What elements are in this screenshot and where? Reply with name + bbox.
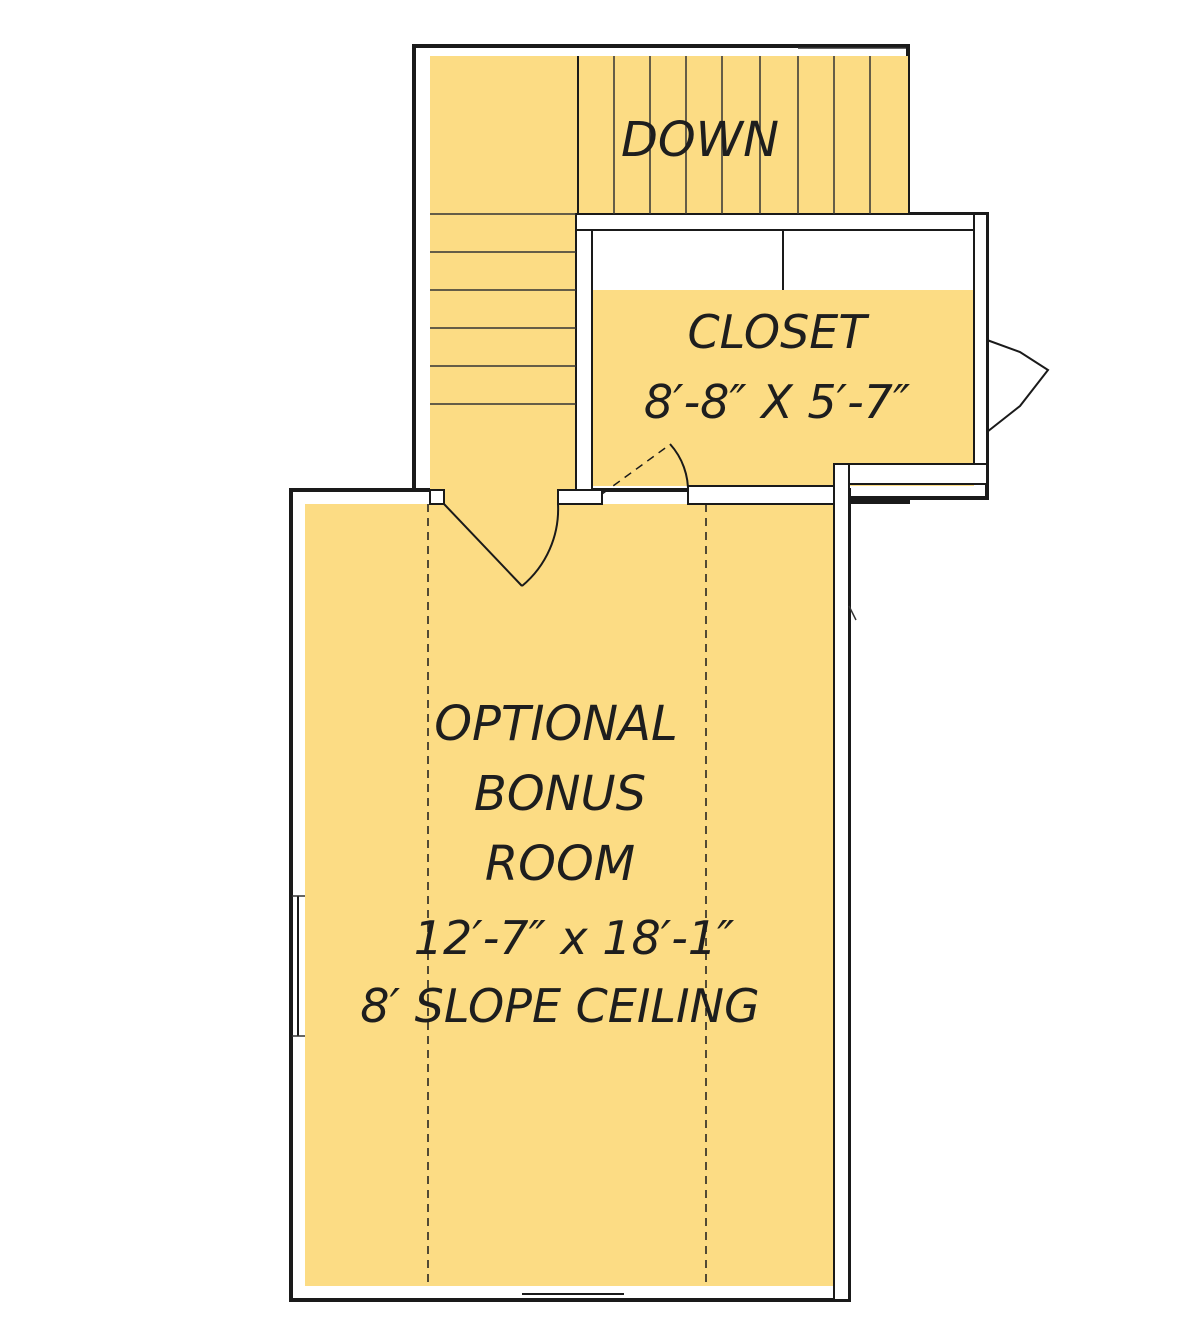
bonus-room-floor [305,504,835,1286]
closet-floor [592,290,974,486]
interior-walls [429,213,988,1301]
stair-treads [430,47,906,405]
bonus-room-line3: ROOM [485,836,635,892]
stair-door-leaf [443,503,523,587]
bonus-room-ceiling: 8′ SLOPE CEILING [360,979,759,1033]
slope-ceiling-lines [427,504,707,1286]
bonus-room-dimensions: 12′-7″ x 18′-1″ [414,911,735,965]
stair-door-arc [521,503,560,587]
stairs-label: DOWN [621,112,779,168]
closet-name: CLOSET [688,305,871,359]
stair-floor [430,56,908,214]
floor-fill [305,56,974,1286]
doors [292,339,1050,1295]
closet-dimensions: 8′-8″ X 5′-7″ [644,375,910,429]
closet-door-arc [669,443,690,495]
closet-exterior-door [986,339,1050,433]
bonus-room-line2: BONUS [474,766,646,822]
bonus-room-line1: OPTIONAL [434,696,677,752]
stair-floor-lower [430,214,576,506]
